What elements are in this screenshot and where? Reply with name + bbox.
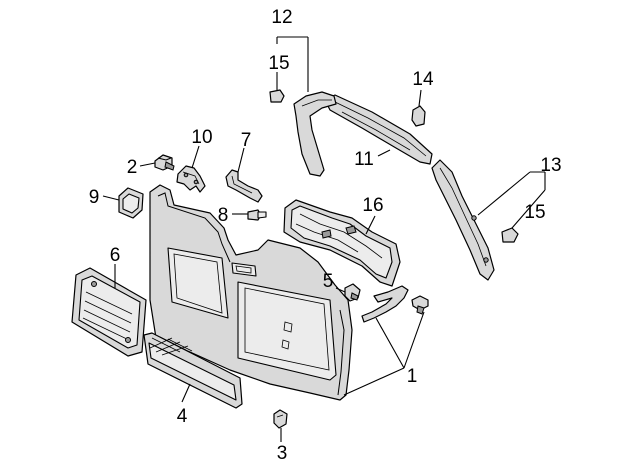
- callout-5: 5: [323, 271, 334, 292]
- part-11-header-molding: [324, 94, 433, 165]
- callout-7: 7: [241, 130, 252, 151]
- part-14-clip: [411, 105, 426, 127]
- callout-14: 14: [412, 69, 434, 90]
- part-15-cap-right: [501, 227, 519, 243]
- callout-10: 10: [191, 127, 212, 148]
- callout-13: 13: [540, 155, 561, 176]
- part-3-clip: [273, 409, 288, 429]
- part-1-liftgate-trim-panel: [149, 184, 353, 401]
- callout-8: 8: [218, 205, 229, 226]
- callout-3: 3: [277, 443, 288, 464]
- callout-labels: 12 15 14 11 13 15 10 7 2 9 8 16 6 5 1 4 …: [89, 7, 562, 464]
- part-2-screw: [154, 154, 175, 171]
- callout-2: 2: [127, 157, 138, 178]
- leader-lines: [102, 36, 546, 442]
- part-6-speaker-grille-panel: [71, 267, 147, 357]
- callout-6: 6: [110, 245, 121, 266]
- part-5-retainer: [344, 283, 361, 302]
- part-10-bracket: [176, 165, 206, 193]
- callout-16: 16: [362, 195, 383, 216]
- part-8-push-pin: [247, 209, 267, 221]
- part-7-pull-handle: [225, 169, 263, 203]
- callout-12: 12: [271, 7, 292, 28]
- callout-15-top: 15: [268, 53, 289, 74]
- part-13-pillar-trim: [431, 159, 495, 281]
- callout-11: 11: [354, 149, 374, 170]
- part-4-cargo-net-pocket: [143, 332, 243, 409]
- part-16-upper-trim: [283, 199, 401, 287]
- callout-9: 9: [89, 187, 100, 208]
- part-9-cover: [118, 187, 144, 219]
- part-12-pillar-trim: [293, 91, 337, 177]
- part-1-clips: [361, 285, 429, 323]
- part-15-cap-top: [269, 89, 285, 103]
- callout-15-right: 15: [524, 202, 545, 223]
- callout-4: 4: [177, 406, 188, 427]
- callout-1: 1: [407, 366, 418, 387]
